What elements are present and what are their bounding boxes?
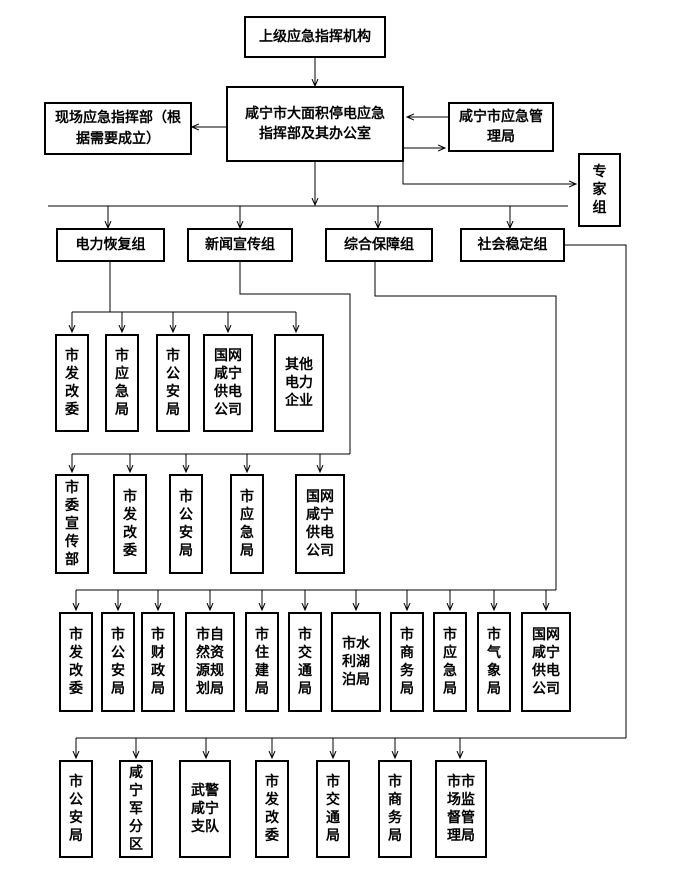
member-label: 市委宣传部 [65,479,79,569]
group-label: 电力恢复组 [75,236,146,253]
group-label: 新闻宣传组 [205,236,275,253]
power-member: 其他电力企业 [274,334,324,432]
support-member: 市公安局 [101,612,135,712]
power-member: 国网咸宁供电公司 [203,334,253,432]
group-news-publicity: 新闻宣传组 [187,228,293,262]
emergency-bureau-node: 咸宁市应急管理局 [448,102,554,152]
power-member: 市发改委 [55,334,89,432]
member-label: 市应急局 [443,626,457,698]
news-member: 国网咸宁供电公司 [295,474,345,574]
experts-node: 专家组 [578,153,621,227]
member-label: 市市场监督管理局 [446,773,475,845]
experts-label: 专家组 [592,163,607,217]
news-member: 市应急局 [230,474,264,574]
member-label: 其他电力企业 [284,356,313,410]
field-command-label: 现场应急指挥部（根据需要成立） [55,110,181,147]
member-label: 市住建局 [255,626,269,698]
member-label: 市发改委 [69,626,83,698]
hq-label: 咸宁市大面积停电应急指挥部及其办公室 [245,105,385,142]
member-label: 市财政局 [151,626,165,698]
power-member: 市公安局 [156,334,190,432]
group-power-recovery: 电力恢复组 [56,228,165,262]
emergency-bureau-label: 咸宁市应急管理局 [459,108,543,145]
stability-member: 市公安局 [59,760,93,858]
member-label: 市商务局 [400,626,414,698]
group-comprehensive-support: 综合保障组 [325,228,433,262]
member-label: 市水利湖泊局 [341,635,370,689]
support-member: 市发改委 [59,612,93,712]
member-label: 市自然资源规划局 [195,626,224,698]
news-member: 市发改委 [113,474,147,574]
stability-member: 市市场监督管理局 [435,760,487,858]
news-member: 市委宣传部 [55,474,89,574]
member-label: 市公安局 [179,488,193,560]
member-label: 市发改委 [265,773,279,845]
member-label: 咸宁军分区 [129,764,143,854]
group-label: 社会稳定组 [477,236,548,253]
field-command-node: 现场应急指挥部（根据需要成立） [44,102,192,155]
support-member: 市财政局 [141,612,175,712]
member-label: 市气象局 [487,626,501,698]
support-member: 市商务局 [390,612,424,712]
group-label: 综合保障组 [344,236,414,253]
member-label: 市商务局 [388,773,402,845]
stability-member: 武警咸宁支队 [179,760,231,858]
power-member: 市应急局 [105,334,139,432]
support-member: 市交通局 [288,612,322,712]
news-member: 市公安局 [169,474,203,574]
member-label: 市应急局 [240,488,254,560]
support-member: 市气象局 [477,612,511,712]
stability-member: 市交通局 [316,760,350,858]
member-label: 武警咸宁支队 [190,782,219,836]
member-label: 市公安局 [69,773,83,845]
hq-node: 咸宁市大面积停电应急指挥部及其办公室 [226,86,404,162]
member-label: 市发改委 [65,347,79,419]
support-member: 市自然资源规划局 [185,612,235,712]
member-label: 市公安局 [166,347,180,419]
stability-member: 咸宁军分区 [119,760,153,858]
support-member: 市应急局 [433,612,467,712]
stability-member: 市商务局 [378,760,412,858]
superior-command-label: 上级应急指挥机构 [259,28,371,45]
member-label: 市应急局 [115,347,129,419]
member-label: 国网咸宁供电公司 [305,488,334,560]
member-label: 市发改委 [123,488,137,560]
member-label: 市公安局 [111,626,125,698]
support-member: 市住建局 [245,612,279,712]
support-member: 市水利湖泊局 [331,612,381,712]
member-label: 国网咸宁供电公司 [531,626,560,698]
support-member: 国网咸宁供电公司 [521,612,571,712]
superior-command-node: 上级应急指挥机构 [244,16,386,58]
member-label: 市交通局 [326,773,340,845]
member-label: 市交通局 [298,626,312,698]
group-social-stability: 社会稳定组 [460,228,565,262]
member-label: 国网咸宁供电公司 [213,347,242,419]
stability-member: 市发改委 [255,760,289,858]
